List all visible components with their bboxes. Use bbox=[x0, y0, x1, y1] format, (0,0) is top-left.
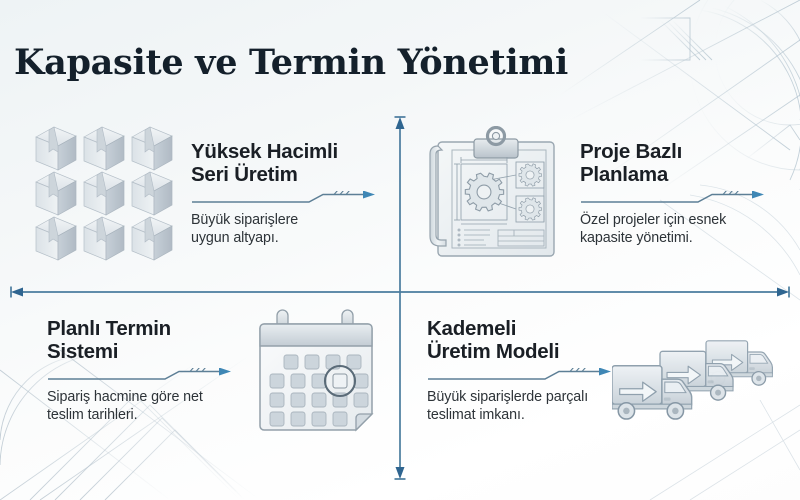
quadrant-kademeli-uretim-modeli: Kademeli Üretim Modeli Büyük siparişlerd… bbox=[427, 317, 641, 424]
quadrant-body: Özel projeler için esnek kapasite yöneti… bbox=[580, 211, 727, 247]
calendar-icon bbox=[259, 309, 374, 432]
quadrant-body: Büyük siparişlerde parçalı teslimat imka… bbox=[427, 388, 589, 424]
vertical-double-arrow-axis bbox=[394, 116, 406, 480]
quadrant-body: Sipariş hacmine göre net teslim tarihler… bbox=[47, 388, 203, 424]
blueprint-clipboard-icon bbox=[429, 126, 555, 257]
quadrant-heading: Yüksek Hacimli Seri Üretim bbox=[191, 140, 338, 186]
quadrant-planli-termin-sistemi: Planlı Termin Sistemi Sipariş hacmine gö… bbox=[47, 317, 257, 424]
arrow-divider bbox=[427, 366, 641, 383]
arrow-divider bbox=[47, 366, 257, 383]
arrow-divider bbox=[191, 189, 377, 206]
quadrant-body: Büyük siparişlere uygun altyapı. bbox=[191, 211, 299, 247]
arrow-divider bbox=[580, 189, 786, 206]
quadrant-proje-bazli-planlama: Proje Bazlı Planlama Özel projeler için … bbox=[580, 140, 786, 247]
quadrant-yuksek-hacimli-seri-uretim: Yüksek Hacimli Seri Üretim Büyük sipariş… bbox=[191, 140, 377, 247]
quadrant-heading: Proje Bazlı Planlama bbox=[580, 140, 683, 186]
stacked-boxes-icon bbox=[35, 126, 173, 261]
quadrant-heading: Planlı Termin Sistemi bbox=[47, 317, 171, 363]
page-title: Kapasite ve Termin Yönetimi bbox=[14, 42, 569, 83]
quadrant-heading: Kademeli Üretim Modeli bbox=[427, 317, 560, 363]
